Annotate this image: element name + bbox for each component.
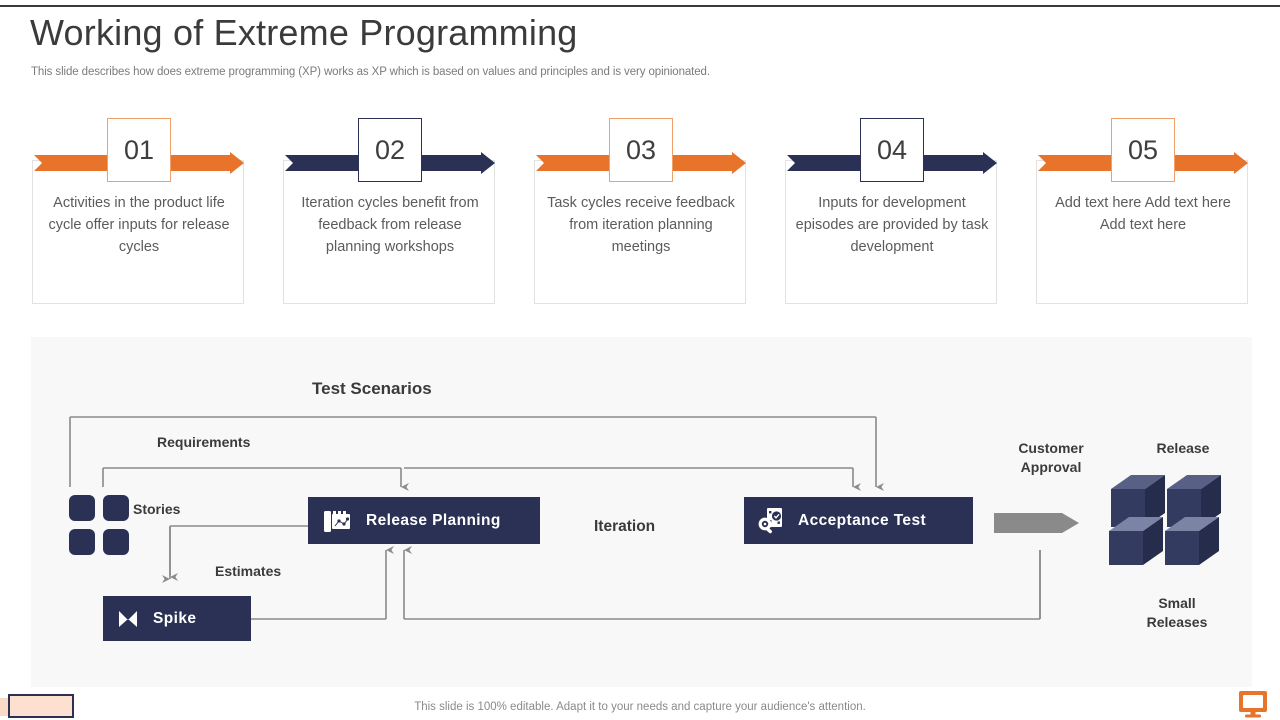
step-card-03[interactable]: 03 Task cycles receive feedback from ite… <box>534 110 748 305</box>
step-text: Inputs for development episodes are prov… <box>795 195 989 255</box>
step-number-box: 03 <box>609 118 673 182</box>
color-swatch-icon[interactable] <box>8 694 74 718</box>
diagram-panel: Test Scenarios <box>31 337 1252 687</box>
footer-note: This slide is 100% editable. Adapt it to… <box>414 701 866 713</box>
step-card-body <box>283 160 495 304</box>
step-number: 05 <box>1127 134 1159 165</box>
step-arrow-orange <box>1038 152 1248 174</box>
gray-arrow-icon <box>994 513 1079 533</box>
step-text: Add text here Add text here Add text her… <box>1055 195 1231 233</box>
magnifier-checklist-icon <box>756 506 786 536</box>
node-release-planning[interactable]: Release Planning <box>308 497 540 544</box>
diagram-title: Test Scenarios <box>312 379 432 398</box>
stacked-cubes-icon <box>1109 475 1221 565</box>
step-cards-row: 01 Activities in the product life cycle … <box>0 110 1280 305</box>
node-spike[interactable]: Spike <box>103 596 251 641</box>
step-arrow-orange <box>34 152 244 174</box>
node-label: Release Planning <box>366 511 501 529</box>
diagram-connectors <box>69 416 1041 620</box>
step-card-04[interactable]: 04 Inputs for development episodes are p… <box>785 110 999 305</box>
label-stories: Stories <box>133 501 181 517</box>
top-rule <box>0 5 1280 7</box>
step-arrow-navy <box>787 152 997 174</box>
step-arrow-orange <box>536 152 746 174</box>
label-estimates: Estimates <box>215 563 282 579</box>
step-number-box: 05 <box>1111 118 1175 182</box>
step-number: 03 <box>625 134 657 165</box>
step-card-01[interactable]: 01 Activities in the product life cycle … <box>32 110 246 305</box>
step-text: Task cycles receive feedback from iterat… <box>547 195 735 255</box>
step-text: Iteration cycles benefit from feedback f… <box>301 195 479 255</box>
step-number-box: 04 <box>860 118 924 182</box>
four-squares-icon <box>69 495 131 557</box>
step-card-body <box>1036 160 1248 304</box>
step-text: Activities in the product life cycle off… <box>48 195 230 255</box>
step-arrow-navy <box>285 152 495 174</box>
step-number-box: 02 <box>358 118 422 182</box>
spike-bowtie-icon <box>117 608 139 630</box>
page-subtitle: This slide describes how does extreme pr… <box>31 66 710 78</box>
step-card-body <box>534 160 746 304</box>
page-title: Working of Extreme Programming <box>30 12 578 53</box>
label-iteration: Iteration <box>594 518 656 535</box>
monitor-icon[interactable] <box>1238 690 1268 718</box>
node-label: Acceptance Test <box>798 511 927 529</box>
step-card-05[interactable]: 05 Add text here Add text here Add text … <box>1036 110 1250 305</box>
node-label: Spike <box>153 609 197 627</box>
step-card-body <box>32 160 244 304</box>
step-card-02[interactable]: 02 Iteration cycles benefit from feedbac… <box>283 110 497 305</box>
step-number: 04 <box>876 134 908 165</box>
node-acceptance-test[interactable]: Acceptance Test <box>744 497 973 544</box>
step-number-box: 01 <box>107 118 171 182</box>
label-release: Release <box>1156 440 1210 456</box>
step-number: 02 <box>374 134 406 165</box>
blueprint-plan-icon <box>322 508 352 534</box>
label-requirements: Requirements <box>157 434 251 450</box>
step-number: 01 <box>123 134 155 165</box>
